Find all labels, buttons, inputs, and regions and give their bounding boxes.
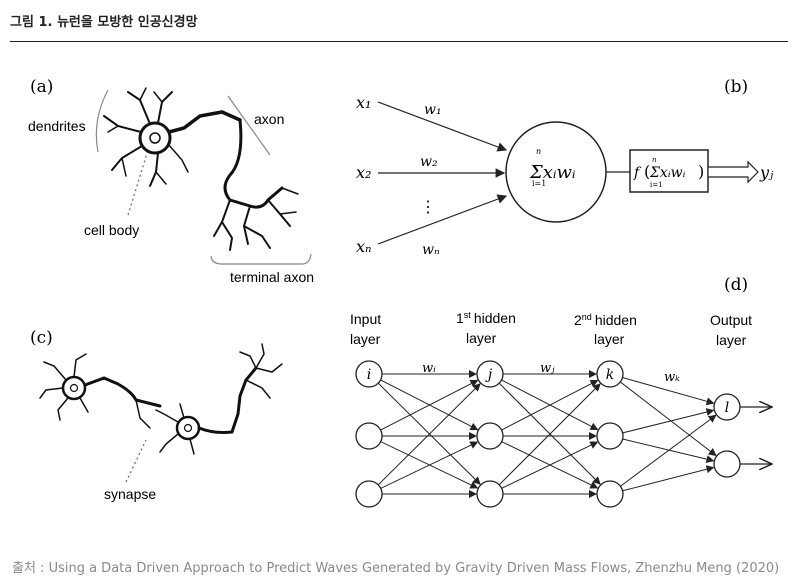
cell-body-label: cell body [84, 222, 139, 238]
dendrites-label: dendrites [28, 118, 86, 134]
activation-f: f [633, 165, 642, 181]
output-layer-label-2: layer [716, 332, 747, 348]
edge-hidden1-2-to-hidden2-1 [501, 441, 599, 489]
hidden1-label-2: layer [466, 330, 497, 346]
node-hidden1-2 [476, 480, 504, 508]
node-hidden1-1 [476, 422, 504, 450]
axon-bracket [227, 95, 271, 156]
edge-input-2-to-hidden1-0 [377, 383, 481, 486]
input-layer-label-1: Input [350, 311, 381, 327]
hidden2-label-2: layer [594, 331, 625, 347]
hidden2-word: hidden [595, 312, 637, 328]
edge-input-1-to-hidden1-0 [380, 379, 479, 431]
node-output-1 [713, 450, 741, 478]
node-hidden1-0 [476, 360, 504, 388]
edge-hidden2-2-to-output-1 [622, 465, 715, 492]
sum-lower: i=1 [532, 179, 546, 188]
terminal-bracket [210, 253, 312, 265]
edge-hidden1-2-to-hidden2-0 [498, 383, 601, 486]
edge-hidden1-1-to-hidden2-0 [501, 379, 599, 431]
activation-paren-open: ( [644, 162, 650, 181]
weight-wn: wₙ [422, 242, 440, 258]
output-arrow [707, 160, 759, 184]
weight-w2: w₂ [420, 154, 438, 170]
weight-wk: wₖ [664, 370, 680, 385]
panel-b: (b) x₁ x₂ ⋮ xₙ w₁ w₂ wₙ n i=1 Σxᵢwᵢ f ( … [356, 77, 774, 258]
sum-upper: n [536, 147, 541, 156]
axon-label: axon [254, 111, 284, 127]
activation-paren-close: ) [698, 162, 704, 181]
node-input-0 [355, 360, 383, 388]
hidden1-suffix: st [464, 310, 472, 320]
activation-sum-lower: i=1 [650, 181, 663, 189]
node-hidden2-1 [596, 422, 624, 450]
input-arrow-1 [377, 101, 508, 152]
panel-a-letter: (a) [30, 77, 53, 97]
panel-c: (c) synapse [30, 328, 283, 502]
panel-a: (a) dendrites axon cell body terminal ax… [28, 77, 314, 285]
activation-sum-upper: n [652, 156, 657, 164]
input-xn: xₙ [356, 237, 372, 256]
figure-caption: 출처 : Using a Data Driven Approach to Pre… [12, 561, 780, 576]
hidden1-ordinal: 1 [456, 310, 464, 326]
neuron-drawing [103, 87, 299, 251]
sum-expression: Σxᵢwᵢ [529, 162, 576, 183]
cell-body-pointer [127, 149, 149, 216]
weight-wi: wᵢ [422, 361, 436, 376]
output-layer-label-1: Output [710, 312, 752, 328]
input-layer-label-2: layer [350, 331, 381, 347]
synapse-neurons-drawing [39, 343, 283, 455]
title-divider [10, 41, 788, 42]
terminal-axon-label: terminal axon [230, 269, 314, 285]
edge-hidden2-1-to-output-1 [622, 438, 715, 464]
node-output-0 [713, 393, 741, 421]
weight-w1: w₁ [424, 102, 442, 118]
edge-input-2-to-hidden1-1 [380, 441, 479, 489]
edge-hidden2-2-to-output-0 [620, 414, 717, 487]
node-hidden2-0 [596, 360, 624, 388]
edge-hidden2-0-to-output-0 [622, 377, 715, 406]
input-ellipsis: ⋮ [420, 197, 436, 216]
node-label-hidden1: j [485, 367, 493, 383]
dendrites-bracket [95, 89, 109, 153]
hidden2-suffix: nd [582, 312, 592, 322]
node-label-output: l [725, 400, 729, 416]
activation-sum: Σxᵢwᵢ [649, 165, 686, 181]
figure-title: 그림 1. 뉴런을 모방한 인공신경망 [10, 15, 198, 30]
node-input-2 [355, 480, 383, 508]
hidden2-ordinal: 2 [574, 312, 582, 328]
edge-hidden2-0-to-output-1 [619, 381, 717, 457]
network-nodes: i j k l [355, 360, 741, 508]
node-label-hidden2: k [606, 367, 614, 383]
panel-c-letter: (c) [30, 328, 53, 348]
node-input-1 [355, 422, 383, 450]
hidden1-word: hidden [474, 310, 516, 326]
synapse-pointer [125, 439, 147, 483]
synapse-label: synapse [104, 486, 156, 502]
node-hidden2-2 [596, 480, 624, 508]
input-arrow-n [377, 194, 508, 245]
network-edges [377, 370, 772, 498]
node-label-input: i [367, 367, 371, 383]
output-yj: yⱼ [759, 163, 774, 182]
input-x2: x₂ [356, 163, 371, 182]
panel-b-letter: (b) [724, 77, 748, 97]
input-x1: x₁ [356, 93, 371, 112]
weight-wj: wⱼ [540, 361, 555, 376]
activation-box [629, 149, 709, 193]
panel-d-letter: (d) [724, 275, 748, 295]
edge-hidden2-1-to-output-0 [622, 408, 715, 434]
